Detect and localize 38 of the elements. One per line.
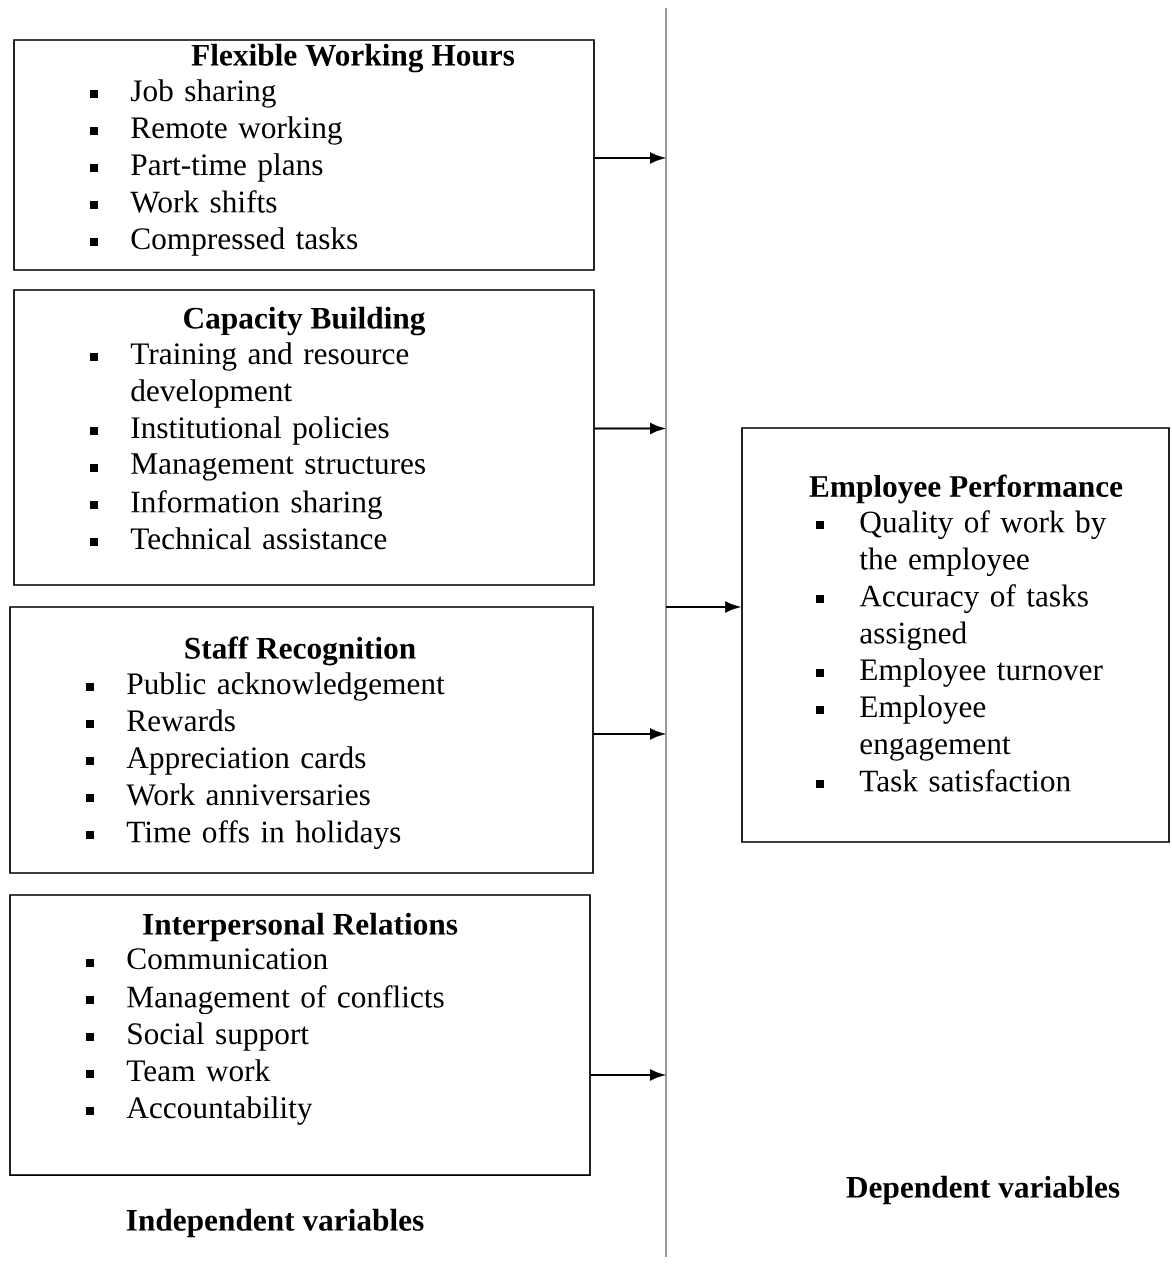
list-item: Task satisfaction [859, 769, 1071, 792]
list-item: Job sharing [130, 79, 276, 108]
list-item: Employee turnover [860, 658, 1103, 687]
arrow [665, 601, 739, 613]
list-item: Remote working [131, 116, 342, 145]
arrow [593, 152, 664, 164]
list-item: Institutional policies [131, 416, 389, 445]
list-item: Social support [128, 1022, 309, 1051]
list-item: Part-time plans [131, 153, 323, 182]
axis-label: Independent variables [126, 1208, 424, 1238]
list-item: Work shifts [130, 190, 277, 213]
list-item: Management structures [131, 453, 425, 481]
box-heading: Capacity Building [184, 306, 426, 336]
divider-line [665, 7, 667, 1258]
list-item: Rewards [127, 709, 235, 732]
list-item: Communication [127, 948, 328, 970]
box-heading: Staff Recognition [185, 636, 416, 666]
list-item: Team work [126, 1059, 271, 1082]
box-heading: Flexible Working Hours [191, 43, 515, 73]
list-item: Compressed tasks [131, 227, 358, 256]
list-item: Information sharing [131, 490, 382, 520]
box-heading: Interpersonal Relations [143, 912, 458, 942]
list-item: Management of conflicts [127, 985, 444, 1015]
axis-label: Dependent variables [846, 1175, 1120, 1205]
arrow [589, 1069, 664, 1081]
list-item: Quality of work by the employee [859, 510, 1107, 577]
list-item: Technical assistance [130, 527, 387, 550]
list-item: Training and resource development [130, 342, 409, 408]
list-item: Public acknowledgement [127, 672, 445, 701]
box-heading: Employee Performance [809, 474, 1123, 504]
list-item: Work anniversaries [126, 783, 370, 806]
list-item: Accuracy of tasks assigned [859, 584, 1088, 651]
arrow [593, 423, 664, 434]
list-item: Accountability [126, 1096, 313, 1125]
list-item: Employee engagement [860, 695, 1011, 761]
arrow [592, 728, 664, 740]
list-item: Time offs in holidays [126, 820, 401, 850]
list-item: Appreciation cards [126, 746, 366, 775]
